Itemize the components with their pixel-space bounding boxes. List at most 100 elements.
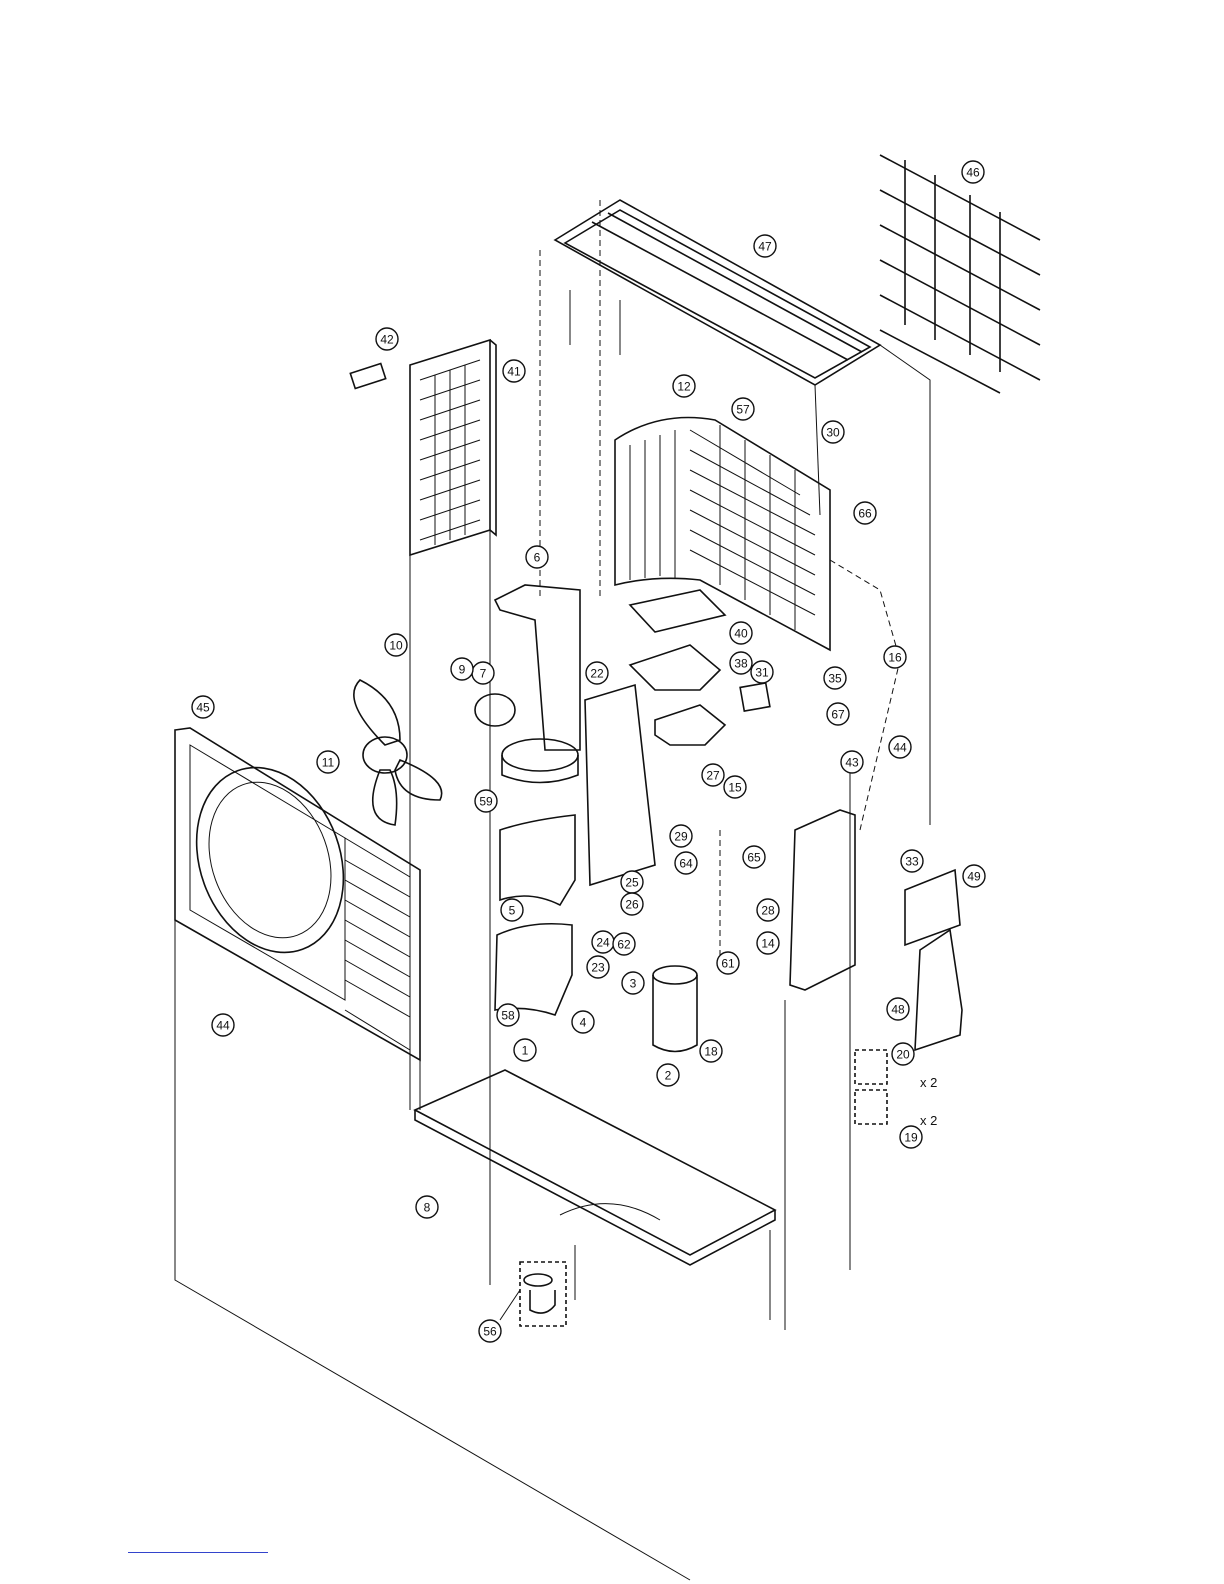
callout-66: 66 (854, 502, 876, 524)
quantity-note-19: x 2 (920, 1113, 937, 1128)
callout-label: 38 (734, 657, 748, 671)
callout-44: 44 (212, 1014, 234, 1036)
callout-label: 22 (590, 667, 604, 681)
callout-20: 20 (892, 1043, 914, 1065)
callout-label: 3 (630, 977, 637, 991)
callout-29: 29 (670, 825, 692, 847)
callout-41: 41 (503, 360, 525, 382)
callout-label: 19 (904, 1131, 918, 1145)
side-panel-grid (410, 340, 496, 555)
partition-bracket (495, 585, 580, 750)
callout-57: 57 (732, 398, 754, 420)
callout-56: 56 (479, 1320, 501, 1342)
footer-underline (128, 1552, 268, 1553)
callout-label: 58 (501, 1009, 515, 1023)
callout-label: 30 (826, 426, 840, 440)
control-tray (655, 705, 725, 745)
insulation-59 (502, 739, 578, 771)
callout-58: 58 (497, 1004, 519, 1026)
callout-49: 49 (963, 865, 985, 887)
callout-label: 43 (845, 756, 859, 770)
valve-detail-20 (855, 1050, 887, 1084)
callout-5: 5 (501, 899, 523, 921)
callout-label: 28 (761, 904, 775, 918)
callout-28: 28 (757, 899, 779, 921)
callout-label: 1 (522, 1044, 529, 1058)
callout-label: 56 (483, 1325, 497, 1339)
callout-19: 19 (900, 1126, 922, 1148)
side-cover (905, 870, 960, 945)
callout-label: 7 (480, 667, 487, 681)
insulation-58 (495, 924, 572, 1015)
callout-label: 35 (828, 672, 842, 686)
callout-18: 18 (700, 1040, 722, 1062)
valve-detail-19 (855, 1090, 887, 1124)
callout-59: 59 (475, 790, 497, 812)
corner-cover (915, 930, 962, 1050)
callout-layer: 1234567891011121415161819202223242526272… (192, 161, 985, 1342)
callout-label: 33 (905, 855, 919, 869)
callout-label: 29 (674, 830, 688, 844)
callout-46: 46 (962, 161, 984, 183)
callout-label: 11 (322, 756, 335, 770)
callout-26: 26 (621, 893, 643, 915)
propeller-fan (354, 680, 442, 825)
callout-label: 41 (507, 365, 521, 379)
callout-label: 26 (625, 898, 639, 912)
callout-label: 44 (216, 1019, 230, 1033)
callout-33: 33 (901, 850, 923, 872)
callout-label: 14 (761, 937, 775, 951)
base-pan (415, 1070, 775, 1265)
callout-label: 23 (591, 961, 605, 975)
callout-42: 42 (376, 328, 398, 350)
callout-label: 15 (728, 781, 742, 795)
callout-62: 62 (613, 933, 635, 955)
callout-label: 12 (677, 380, 691, 394)
terminal-block (350, 363, 385, 388)
quantity-note-20: x 2 (920, 1075, 937, 1090)
callout-43: 43 (841, 751, 863, 773)
callout-label: 65 (747, 851, 761, 865)
callout-31: 31 (751, 661, 773, 683)
callout-35: 35 (824, 667, 846, 689)
callout-3: 3 (622, 972, 644, 994)
callout-label: 4 (580, 1016, 587, 1030)
insulation-5 (500, 815, 575, 905)
callout-44: 44 (889, 736, 911, 758)
callout-65: 65 (743, 846, 765, 868)
callout-label: 10 (389, 639, 403, 653)
callout-label: 45 (196, 701, 210, 715)
callout-label: 44 (893, 741, 907, 755)
callout-6: 6 (526, 546, 548, 568)
callout-label: 6 (534, 551, 541, 565)
callout-label: 46 (966, 166, 980, 180)
callout-23: 23 (587, 956, 609, 978)
callout-9: 9 (451, 658, 473, 680)
control-panel-22 (585, 685, 655, 885)
mesh-guard (880, 155, 1040, 393)
callout-label: 59 (479, 795, 493, 809)
callout-label: 2 (665, 1069, 672, 1083)
callout-24: 24 (592, 931, 614, 953)
callout-16: 16 (884, 646, 906, 668)
callout-2: 2 (657, 1064, 679, 1086)
callout-67: 67 (827, 703, 849, 725)
callout-label: 8 (424, 1201, 431, 1215)
callout-label: 20 (896, 1048, 910, 1062)
callout-label: 66 (858, 507, 872, 521)
callout-label: 40 (734, 627, 748, 641)
callout-27: 27 (702, 764, 724, 786)
callout-label: 61 (721, 957, 735, 971)
callout-15: 15 (724, 776, 746, 798)
callout-38: 38 (730, 652, 752, 674)
callout-40: 40 (730, 622, 752, 644)
callout-48: 48 (887, 998, 909, 1020)
callout-label: 62 (617, 938, 631, 952)
callout-7: 7 (472, 662, 494, 684)
board-40 (630, 590, 725, 632)
valve-panel (790, 810, 855, 990)
front-panel (172, 728, 420, 1060)
callout-label: 49 (967, 870, 981, 884)
reactor (740, 683, 770, 711)
